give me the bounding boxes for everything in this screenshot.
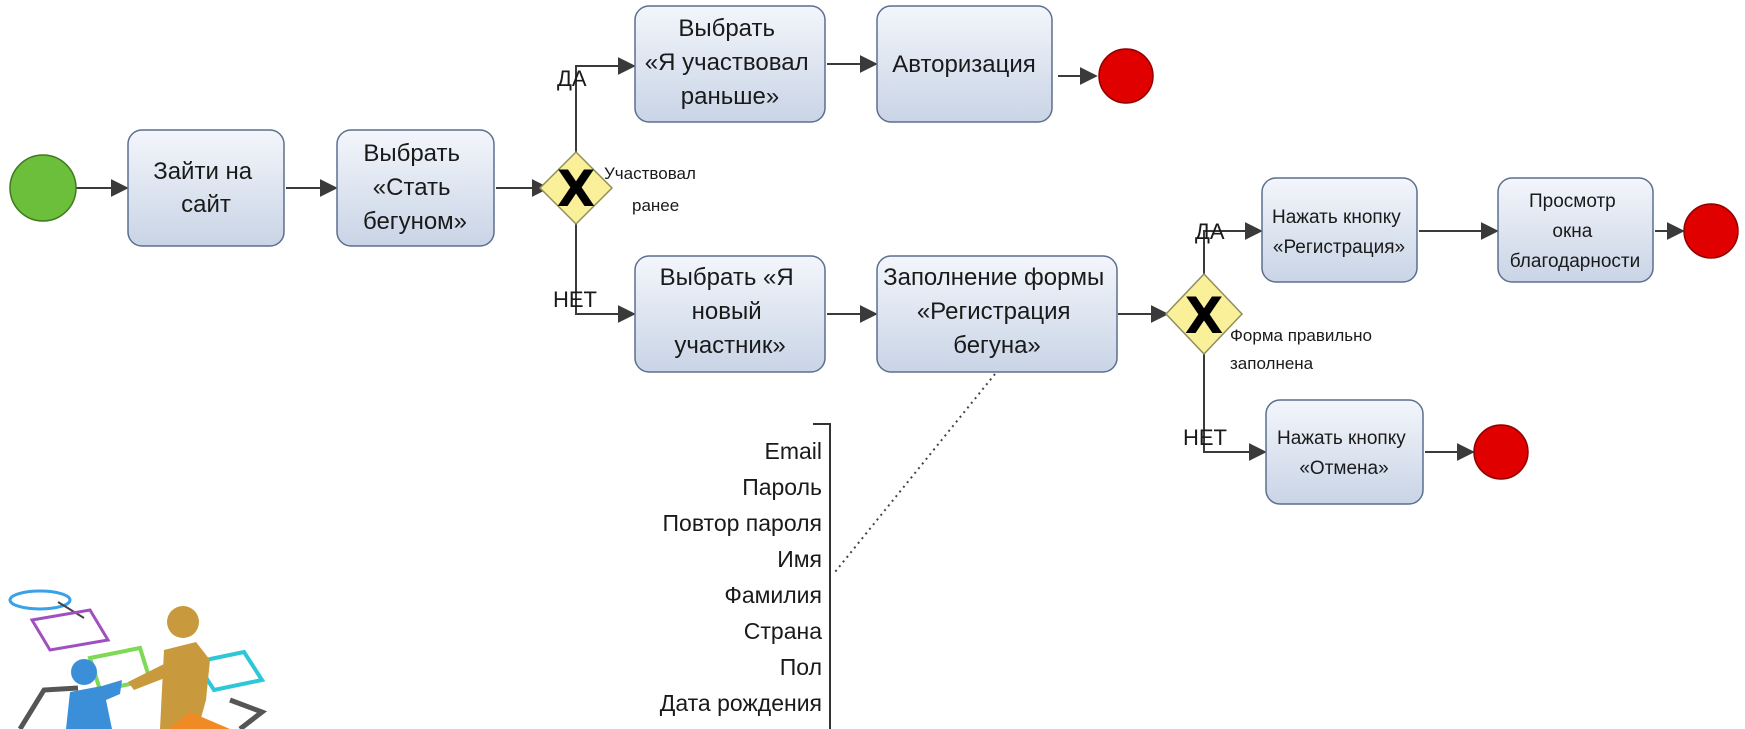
label-no-participated: НЕТ bbox=[553, 287, 597, 312]
task-authorization-label: Авторизация bbox=[892, 51, 1036, 78]
field-country: Страна bbox=[744, 618, 822, 644]
task-new-participant bbox=[634, 255, 826, 373]
annotation-association bbox=[834, 373, 996, 573]
task-visit-site bbox=[127, 129, 285, 247]
field-gender: Пол bbox=[780, 654, 822, 680]
field-birth-date: Дата рождения bbox=[660, 690, 822, 716]
task-become-runner-label: Выбрать «Стать бегуном» bbox=[363, 140, 467, 235]
end-event-registered bbox=[1683, 203, 1739, 259]
task-visit-site-label: Зайти на сайт bbox=[153, 158, 259, 218]
gateway-form-valid-x-icon: X bbox=[1185, 287, 1224, 345]
task-participated-before bbox=[634, 5, 826, 123]
flowchart-people-illustration bbox=[8, 589, 268, 729]
task-press-cancel-label: Нажать кнопку «Отмена» bbox=[1277, 428, 1411, 479]
task-thanks-window-label: Просмотр окна благодарности bbox=[1510, 191, 1640, 272]
task-fill-form bbox=[876, 255, 1118, 373]
task-become-runner bbox=[336, 129, 495, 247]
field-last-name: Фамилия bbox=[724, 582, 822, 608]
task-participated-before-label: Выбрать «Я участвовал раньше» bbox=[645, 15, 816, 110]
start-event bbox=[9, 154, 77, 222]
label-no-form: НЕТ bbox=[1183, 425, 1227, 450]
task-thanks-window bbox=[1497, 177, 1654, 283]
field-password-repeat: Повтор пароля bbox=[663, 510, 822, 536]
gateway-form-valid bbox=[1164, 272, 1244, 356]
gateway-participated bbox=[538, 150, 614, 226]
gateway-participated-x-icon: X bbox=[557, 160, 596, 218]
task-press-register bbox=[1261, 177, 1418, 283]
gateway-participated-note: Участвовал ранее bbox=[604, 164, 701, 215]
end-event-cancelled bbox=[1473, 424, 1529, 480]
task-press-register-label: Нажать кнопку «Регистрация» bbox=[1272, 207, 1406, 258]
edge-gateway2-yes bbox=[1203, 222, 1263, 276]
edge-gateway1-no bbox=[575, 222, 636, 323]
end-event-authorization bbox=[1098, 48, 1154, 104]
edge-gateway1-yes bbox=[575, 57, 636, 154]
edge-gateway2-no bbox=[1203, 352, 1267, 461]
label-yes-form: ДА bbox=[1195, 219, 1225, 244]
task-press-cancel bbox=[1265, 399, 1424, 505]
field-email: Email bbox=[764, 438, 822, 464]
task-fill-form-label: Заполнение формы «Регистрация бегуна» bbox=[883, 264, 1111, 359]
field-first-name: Имя bbox=[777, 546, 822, 572]
label-yes-participated: ДА bbox=[557, 66, 587, 91]
form-fields-annotation: Email Пароль Повтор пароля Имя Фамилия С… bbox=[660, 438, 822, 716]
edges bbox=[76, 55, 1685, 729]
gateway-form-valid-note: Форма правильно заполнена bbox=[1230, 326, 1377, 373]
task-new-participant-label: Выбрать «Я новый участник» bbox=[660, 264, 801, 359]
field-password: Пароль bbox=[742, 474, 822, 500]
annotation-bracket bbox=[813, 423, 831, 729]
task-authorization bbox=[876, 5, 1053, 123]
